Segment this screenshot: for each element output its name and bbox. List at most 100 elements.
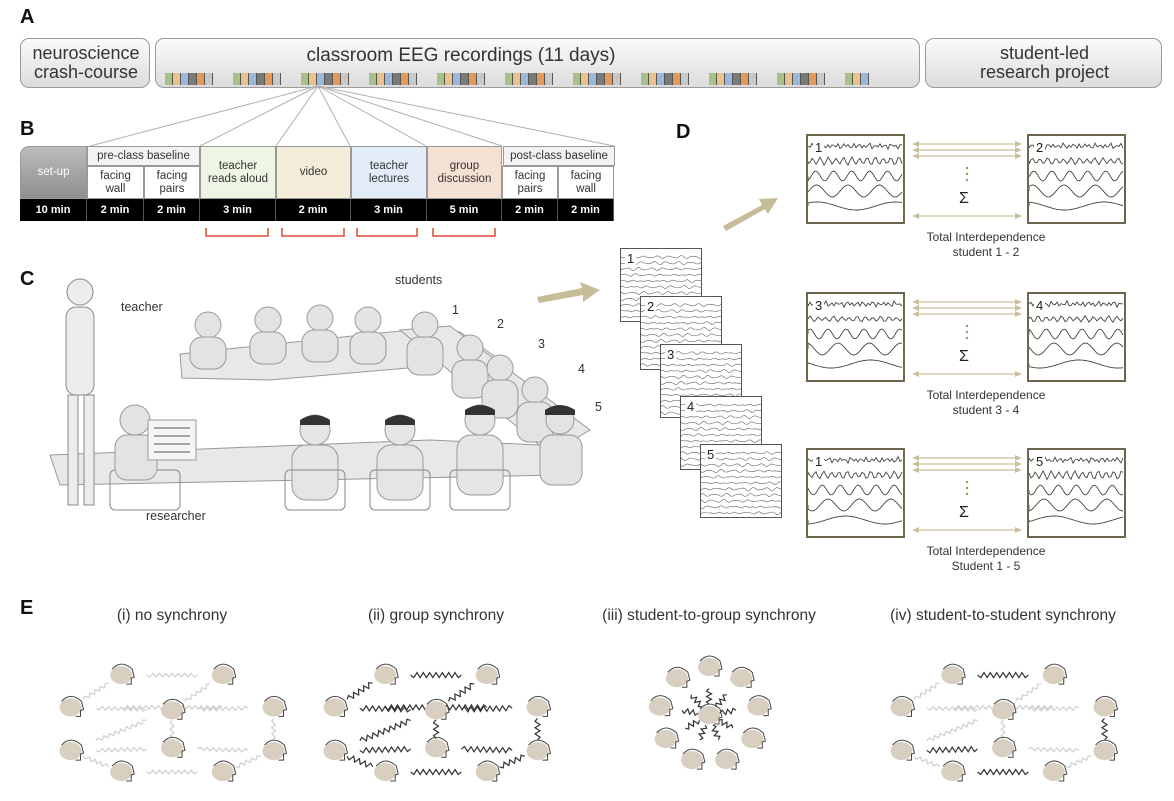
pre-class-header: pre-class baseline bbox=[87, 146, 200, 166]
pair-3-arrows bbox=[912, 455, 1022, 533]
diagram-3-head-6 bbox=[680, 748, 706, 770]
diagram-1-head-7 bbox=[262, 739, 288, 761]
diagram-2-head-6 bbox=[323, 739, 349, 761]
diagram-1-head-10 bbox=[161, 736, 186, 758]
schedule-duration-8: 2 min bbox=[558, 199, 614, 221]
pair-1-sum: Σ bbox=[959, 190, 969, 207]
pair-1-left-box: 1 bbox=[806, 134, 905, 224]
researcher-figure bbox=[114, 404, 197, 481]
diagram-4-head-5 bbox=[992, 698, 1017, 720]
post-class-header: post-class baseline bbox=[503, 146, 615, 166]
researcher-label: researcher bbox=[146, 509, 206, 523]
diagram-4-head-3 bbox=[890, 695, 916, 717]
pair-3-left-box: 1 bbox=[806, 448, 905, 538]
day-strip-11 bbox=[845, 73, 869, 85]
eeg-trial-5: 5 bbox=[700, 444, 782, 518]
day-strip-6 bbox=[505, 73, 553, 85]
schedule-segment-5: teacher lectures bbox=[351, 146, 427, 199]
diagram-1-head-1 bbox=[110, 663, 135, 685]
panel-letter-b: B bbox=[20, 118, 35, 140]
diagram-1-head-9 bbox=[211, 760, 237, 782]
day-strip-9 bbox=[709, 73, 757, 85]
diagram-3-head-5 bbox=[715, 748, 740, 770]
schedule-segment-4: video bbox=[276, 146, 351, 199]
day-strip-7 bbox=[573, 73, 621, 85]
panel-letter-a: A bbox=[20, 6, 35, 28]
eeg-trial-number-3: 3 bbox=[665, 347, 677, 362]
day-strip-4 bbox=[369, 73, 417, 85]
classroom-sketch bbox=[49, 278, 591, 511]
setup-duration: 10 min bbox=[20, 199, 87, 221]
pair-3-left-number: 1 bbox=[813, 454, 825, 469]
pair-2-left-number: 3 bbox=[813, 298, 825, 313]
diagram-3-head-center bbox=[698, 703, 723, 725]
diagram-1-head-4 bbox=[262, 695, 288, 717]
day-strip-5 bbox=[437, 73, 485, 85]
pair-1-right-number: 2 bbox=[1034, 140, 1046, 155]
diagram-1-head-5 bbox=[161, 698, 186, 720]
eeg-trial-number-2: 2 bbox=[645, 299, 657, 314]
crash-course-label: neuroscience crash-course bbox=[32, 43, 140, 82]
schedule-duration-2: 2 min bbox=[144, 199, 200, 221]
pair-2-left-box: 3 bbox=[806, 292, 905, 382]
diagram-2-head-3 bbox=[323, 695, 349, 717]
pair-1-right-box: 2 bbox=[1027, 134, 1126, 224]
diagram-3-head-4 bbox=[741, 727, 766, 749]
day-strip-10 bbox=[777, 73, 825, 85]
teacher-figure bbox=[65, 278, 95, 506]
diagram-3-head-7 bbox=[654, 727, 680, 749]
synchrony-diagrams bbox=[59, 655, 1119, 782]
pair-1-left-number: 1 bbox=[813, 140, 825, 155]
schedule-duration-6: 5 min bbox=[427, 199, 502, 221]
pair-2-caption: Total Interdependence student 3 - 4 bbox=[926, 388, 1046, 417]
day-strip-2 bbox=[233, 73, 281, 85]
eeg-trial-number-5: 5 bbox=[705, 447, 717, 462]
pair-1-arrows bbox=[912, 141, 1022, 219]
synchrony-title-3: (iii) student-to-group synchrony bbox=[602, 607, 816, 624]
day-strip-3 bbox=[301, 73, 349, 85]
pair-2-right-number: 4 bbox=[1034, 298, 1046, 313]
diagram-4-head-4 bbox=[1093, 695, 1119, 717]
schedule-segment-6: group discussion bbox=[427, 146, 502, 199]
pair-2-right-box: 4 bbox=[1027, 292, 1126, 382]
student-number-3: 3 bbox=[538, 337, 545, 351]
diagram-2-head-5 bbox=[425, 698, 450, 720]
diagram-3-head-1 bbox=[698, 655, 723, 677]
pair-3-right-number: 5 bbox=[1034, 454, 1046, 469]
student-number-1: 1 bbox=[452, 303, 459, 317]
student-number-5: 5 bbox=[595, 400, 602, 414]
synchrony-title-2: (ii) group synchrony bbox=[367, 607, 505, 624]
diagram-2-head-7 bbox=[526, 739, 552, 761]
research-project-box: student-led research project bbox=[925, 38, 1162, 88]
synchrony-title-4: (iv) student-to-student synchrony bbox=[890, 607, 1116, 624]
diagram-4-head-2 bbox=[1042, 663, 1068, 685]
schedule-segment-1: facing wall bbox=[87, 166, 144, 199]
crash-course-box: neuroscience crash-course bbox=[20, 38, 150, 88]
pair-3-sum: Σ bbox=[959, 504, 969, 521]
schedule-duration-4: 2 min bbox=[276, 199, 351, 221]
diagram-4-head-10 bbox=[992, 736, 1017, 758]
diagram-1-head-3 bbox=[59, 695, 85, 717]
diagram-2-head-1 bbox=[374, 663, 399, 685]
diagram-1-head-6 bbox=[59, 739, 85, 761]
student-number-2: 2 bbox=[497, 317, 504, 331]
diagram-2-head-8 bbox=[374, 760, 399, 782]
teacher-label: teacher bbox=[121, 300, 163, 314]
diagram-4-head-1 bbox=[941, 663, 966, 685]
diagram-4-head-8 bbox=[941, 760, 966, 782]
diagram-3-head-2 bbox=[730, 666, 755, 688]
panel-letter-c: C bbox=[20, 268, 35, 290]
schedule-duration-5: 3 min bbox=[351, 199, 427, 221]
day-strip-8 bbox=[641, 73, 689, 85]
eeg-trial-number-1: 1 bbox=[625, 251, 637, 266]
pair-2-sum: Σ bbox=[959, 348, 969, 365]
eeg-recordings-label: classroom EEG recordings (11 days) bbox=[306, 45, 616, 66]
synchrony-title-1: (i) no synchrony bbox=[116, 607, 228, 624]
diagram-1-head-2 bbox=[211, 663, 237, 685]
diagram-3-head-9 bbox=[665, 666, 691, 688]
diagram-4-head-9 bbox=[1042, 760, 1068, 782]
diagram-2-head-10 bbox=[425, 736, 450, 758]
